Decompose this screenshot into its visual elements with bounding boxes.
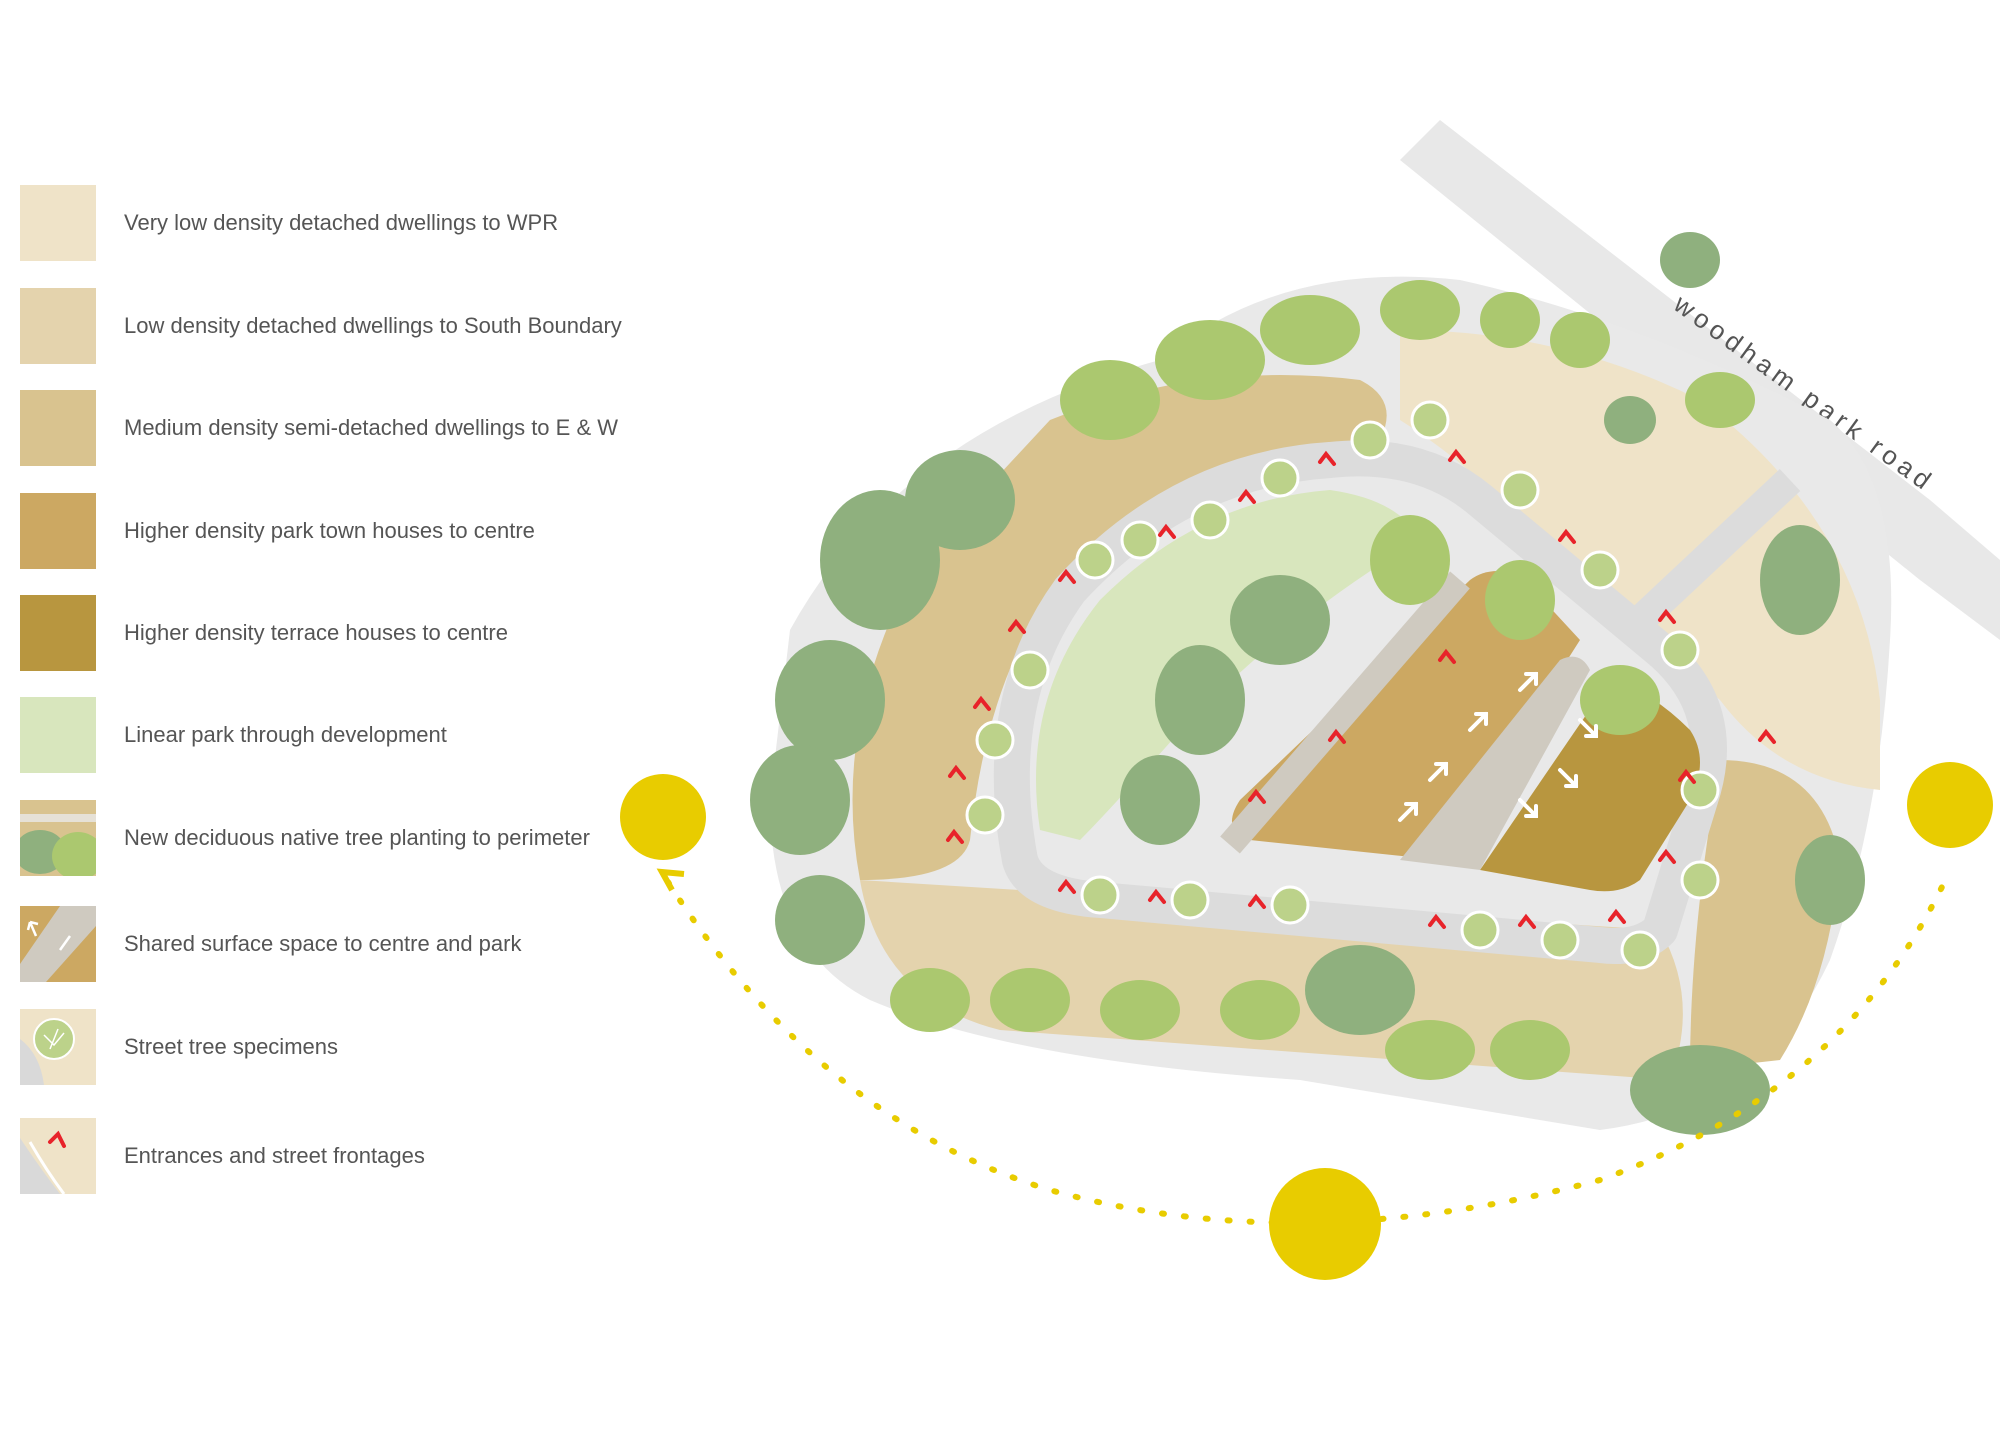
legend: Very low density detached dwellings to W… bbox=[0, 0, 660, 1429]
sun-west bbox=[620, 774, 706, 860]
connector-road bbox=[1619, 469, 1801, 641]
legend-item-entrances: Entrances and street frontages bbox=[20, 1118, 425, 1194]
legend-label: Higher density terrace houses to centre bbox=[124, 620, 508, 645]
sun-path bbox=[665, 867, 1953, 1226]
swatch-tree-planting bbox=[20, 800, 96, 876]
legend-label: Entrances and street frontages bbox=[124, 1143, 425, 1168]
perimeter-trees-light bbox=[890, 280, 1755, 1080]
shared-surface-park-edge bbox=[1220, 571, 1470, 854]
shared-surface-arrows bbox=[1398, 672, 1598, 822]
legend-label: Medium density semi-detached dwellings t… bbox=[124, 415, 618, 440]
swatch-terrace-houses bbox=[20, 595, 96, 671]
legend-item-very-low-density: Very low density detached dwellings to W… bbox=[20, 185, 558, 261]
legend-label: Low density detached dwellings to South … bbox=[124, 313, 622, 338]
legend-label: Very low density detached dwellings to W… bbox=[124, 210, 559, 235]
swatch-low-density bbox=[20, 288, 96, 364]
legend-item-terrace-houses: Higher density terrace houses to centre bbox=[20, 595, 508, 671]
legend-label: Linear park through development bbox=[124, 722, 447, 747]
swatch-very-low-density bbox=[20, 185, 96, 261]
legend-label: Higher density park town houses to centr… bbox=[124, 518, 535, 543]
sun-east bbox=[1907, 762, 1993, 848]
swatch-park-town-houses bbox=[20, 493, 96, 569]
legend-label: New deciduous native tree planting to pe… bbox=[124, 825, 590, 850]
legend-label: Shared surface space to centre and park bbox=[124, 931, 522, 956]
zone-very-low-density bbox=[1400, 330, 1880, 790]
legend-item-park-town-houses: Higher density park town houses to centr… bbox=[20, 493, 535, 569]
zone-medium-density-east bbox=[1690, 760, 1840, 1070]
legend-item-linear-park: Linear park through development bbox=[20, 697, 447, 773]
zone-park-town-houses bbox=[1232, 571, 1580, 860]
legend-item-low-density: Low density detached dwellings to South … bbox=[20, 288, 622, 364]
legend-item-shared-surface: Shared surface space to centre and park bbox=[20, 906, 521, 982]
sun-south bbox=[1269, 1168, 1381, 1280]
swatch-street-trees bbox=[20, 1009, 96, 1085]
swatch-linear-park bbox=[20, 697, 96, 773]
legend-item-street-trees: Street tree specimens bbox=[20, 1009, 338, 1085]
zone-terrace-houses bbox=[1480, 680, 1700, 892]
ring-road bbox=[993, 440, 1727, 964]
swatch-entrances bbox=[20, 1118, 96, 1194]
swatch-medium-density bbox=[20, 390, 96, 466]
swatch-shared-surface bbox=[20, 906, 96, 982]
entrance-markers bbox=[946, 448, 1776, 929]
legend-label: Street tree specimens bbox=[124, 1034, 338, 1059]
street-tree-specimens bbox=[965, 400, 1720, 970]
shared-surface-spine bbox=[1400, 656, 1590, 870]
sun-path-arrow bbox=[656, 868, 685, 892]
legend-item-medium-density: Medium density semi-detached dwellings t… bbox=[20, 390, 618, 466]
legend-item-tree-planting: New deciduous native tree planting to pe… bbox=[20, 800, 590, 876]
